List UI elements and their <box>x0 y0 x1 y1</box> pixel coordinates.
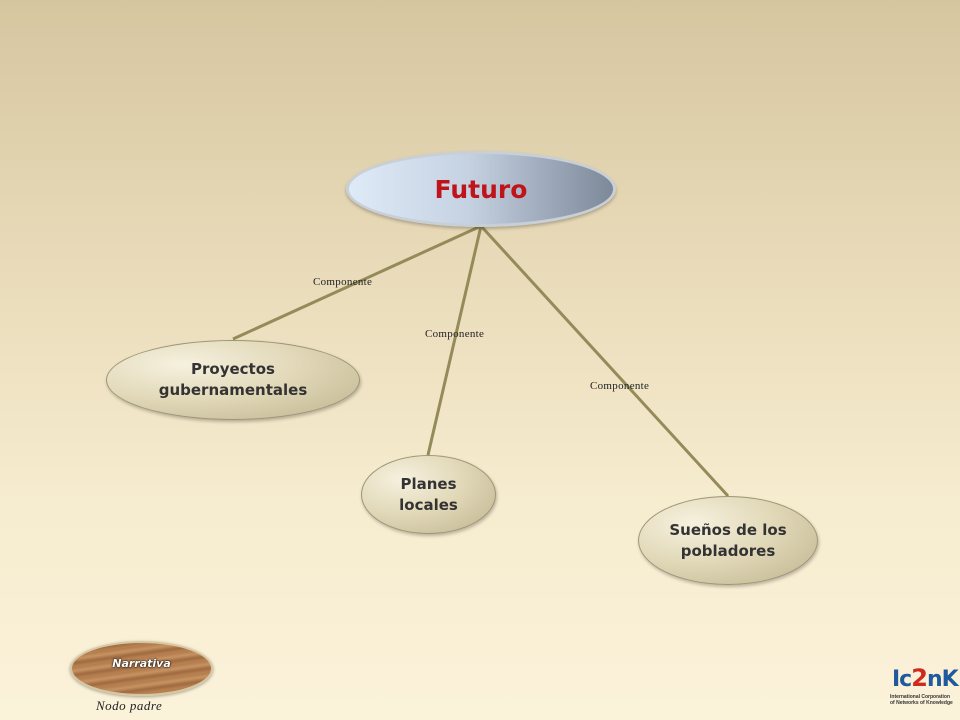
parent-node-label: Narrativa <box>112 657 171 670</box>
root-node-label: Futuro <box>434 174 528 204</box>
node-label: Planes locales <box>399 474 458 514</box>
logo-text-c: nK <box>926 667 959 692</box>
node-label: Sueños de los pobladores <box>669 520 787 560</box>
parent-node-caption: Nodo padre <box>96 698 163 713</box>
node-planes-locales[interactable]: Planes locales <box>361 455 496 534</box>
node-label: Proyectos gubernamentales <box>158 360 308 399</box>
logo-subtitle: International Corporation of Networks of… <box>890 694 958 706</box>
logo-wordmark: Ic2nK <box>892 664 959 692</box>
edge-planes <box>426 225 483 456</box>
root-node-futuro[interactable]: Futuro <box>346 151 616 227</box>
edge-label-suenos: Componente <box>590 380 650 392</box>
logo-text-b: 2 <box>911 664 928 692</box>
edge-label-planes: Componente <box>425 328 485 340</box>
logo-line2: of Networks of Knowledge <box>890 700 953 706</box>
ic2nk-logo: Ic2nK International Corporation of Netwo… <box>888 664 959 720</box>
edge-suenos <box>479 224 730 498</box>
node-suenos-pobladores[interactable]: Sueños de los pobladores <box>638 496 818 585</box>
edge-proyectos <box>232 224 482 341</box>
edge-label-proyectos: Componente <box>313 276 373 288</box>
logo-text-a: Ic <box>892 667 912 692</box>
parent-node-narrativa[interactable]: Narrativa <box>70 641 213 696</box>
node-proyectos-gubernamentales[interactable]: Proyectos gubernamentales <box>106 340 360 420</box>
logo-line1: International Corporation <box>890 694 950 700</box>
